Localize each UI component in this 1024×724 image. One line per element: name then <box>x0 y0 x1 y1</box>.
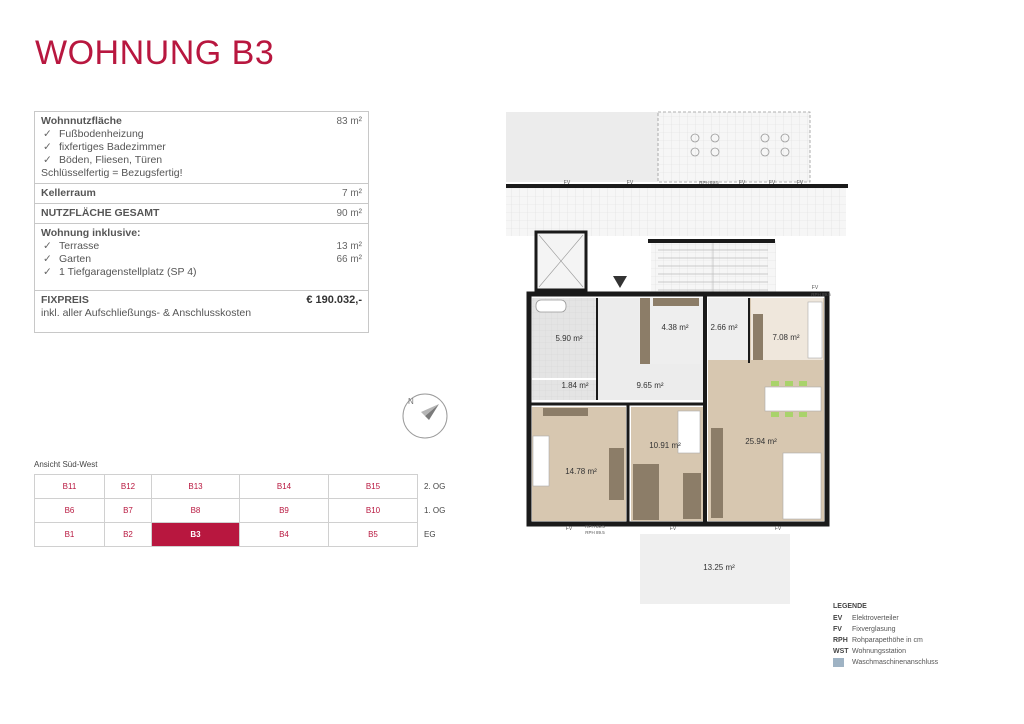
fv-label: FV <box>627 180 634 186</box>
included-label: Wohnung inklusive: <box>41 227 141 239</box>
room-area-label: 13.25 m² <box>703 563 735 572</box>
room-area-label: 10.91 m² <box>649 441 681 450</box>
fv-label: FV <box>775 526 782 532</box>
floor-label: 2. OG <box>424 482 446 491</box>
living-area-value: 83 m² <box>336 116 362 127</box>
stair-steps <box>658 241 768 297</box>
view-label: Ansicht Süd-West <box>34 460 98 469</box>
room-area-label: 25.94 m² <box>745 437 777 446</box>
floor-label: EG <box>424 530 436 539</box>
utility-room <box>708 298 748 360</box>
room-area-label: 14.78 m² <box>565 467 597 476</box>
unit-cell-b6[interactable]: B6 <box>34 498 105 523</box>
room-area-label: 7.08 m² <box>772 333 799 342</box>
check-icon: ✓ <box>43 128 52 140</box>
unit-cell-b11[interactable]: B11 <box>34 474 105 499</box>
info-table: Wohnnutzfläche 83 m² ✓Fußbodenheizung ✓fi… <box>34 111 369 333</box>
wc <box>532 380 596 400</box>
cellar-label: Kellerraum <box>41 187 96 199</box>
floor-plan: 5.90 m² 4.38 m² 2.66 m² 7.08 m² 1.84 m² … <box>506 111 848 604</box>
legend-title: LEGENDE <box>833 603 867 610</box>
fv-label: FV <box>670 526 677 532</box>
check-icon: ✓ <box>43 141 52 153</box>
living-area-section: Wohnnutzfläche 83 m² ✓Fußbodenheizung ✓fi… <box>35 112 368 184</box>
price-section: FIXPREIS € 190.032,- inkl. aller Aufschli… <box>35 291 368 332</box>
fv-label: FV <box>739 180 746 186</box>
feature-item: ✓fixfertiges Badezimmer <box>43 141 166 153</box>
unit-cell-b8[interactable]: B8 <box>151 498 240 523</box>
unit-cell-b3-selected[interactable]: B3 <box>151 522 240 547</box>
check-icon: ✓ <box>43 253 52 265</box>
rph-label: RPH 89.5 <box>585 530 605 535</box>
included-value: 66 m² <box>336 254 362 265</box>
unit-cell-b15[interactable]: B15 <box>328 474 418 499</box>
washing-machine-icon <box>833 658 844 667</box>
turnkey-note: Schlüsselfertig = Bezugsfertig! <box>41 167 183 179</box>
compass-icon: N <box>402 393 448 439</box>
total-area-label: NUTZFLÄCHE GESAMT <box>41 207 160 219</box>
included-item: ✓Garten <box>43 253 92 265</box>
room-area-label: 1.84 m² <box>561 381 588 390</box>
unit-cell-b7[interactable]: B7 <box>104 498 152 523</box>
total-area-value: 90 m² <box>336 208 362 219</box>
living-area-label: Wohnnutzfläche <box>41 115 122 127</box>
bike-icons <box>690 133 790 157</box>
fv-label: FV <box>566 526 573 532</box>
unit-cell-b5[interactable]: B5 <box>328 522 418 547</box>
entrance-arrow-icon <box>613 276 627 288</box>
room-area-label: 2.66 m² <box>710 323 737 332</box>
fv-label: FV <box>812 285 819 291</box>
feature-item: ✓Böden, Fliesen, Türen <box>43 154 163 166</box>
unit-matrix: B11 B12 B13 B14 B15 2. OG B6 B7 B8 B9 B1… <box>34 474 447 547</box>
unit-cell-b12[interactable]: B12 <box>104 474 152 499</box>
room-area-label: 5.90 m² <box>555 334 582 343</box>
unit-cell-b1[interactable]: B1 <box>34 522 105 547</box>
unit-cell-b9[interactable]: B9 <box>239 498 329 523</box>
outdoor-area <box>506 112 658 182</box>
legend-item: Waschmaschinenanschluss <box>833 657 938 668</box>
included-item: ✓1 Tiefgaragenstellplatz (SP 4) <box>43 266 197 278</box>
rph-label: RPH 89.5 <box>699 180 719 185</box>
room-area-label: 9.65 m² <box>636 381 663 390</box>
feature-item: ✓Fußbodenheizung <box>43 128 144 140</box>
check-icon: ✓ <box>43 240 52 252</box>
fv-label: FV <box>769 180 776 186</box>
fv-label: FV <box>564 180 571 186</box>
total-area-section: NUTZFLÄCHE GESAMT 90 m² <box>35 204 368 224</box>
unit-cell-b14[interactable]: B14 <box>239 474 329 499</box>
fv-label: FV <box>797 180 804 186</box>
included-item: ✓Terrasse <box>43 240 100 252</box>
terrace <box>640 534 790 604</box>
price-value: € 190.032,- <box>306 294 362 306</box>
included-section: Wohnung inklusive: ✓Terrasse 13 m² ✓Garte… <box>35 224 368 291</box>
page-title: WOHNUNG B3 <box>35 34 275 72</box>
unit-cell-b13[interactable]: B13 <box>151 474 240 499</box>
rph-label: RPH 89.5 <box>811 292 831 297</box>
price-label: FIXPREIS <box>41 294 89 306</box>
cellar-value: 7 m² <box>342 188 362 199</box>
staircase <box>651 241 776 297</box>
floor-label: 1. OG <box>424 506 446 515</box>
bike-storage <box>657 111 811 183</box>
cellar-section: Kellerraum 7 m² <box>35 184 368 204</box>
unit-cell-b4[interactable]: B4 <box>239 522 329 547</box>
unit-cell-b10[interactable]: B10 <box>328 498 418 523</box>
unit-cell-b2[interactable]: B2 <box>104 522 152 547</box>
room-area-label: 4.38 m² <box>661 323 688 332</box>
price-note: inkl. aller Aufschließungs- & Anschlussk… <box>41 307 252 319</box>
check-icon: ✓ <box>43 154 52 166</box>
walkway <box>506 188 846 236</box>
svg-text:N: N <box>408 397 414 406</box>
included-value: 13 m² <box>336 241 362 252</box>
check-icon: ✓ <box>43 266 52 278</box>
rph-label: RPH 89.5 <box>585 524 605 529</box>
